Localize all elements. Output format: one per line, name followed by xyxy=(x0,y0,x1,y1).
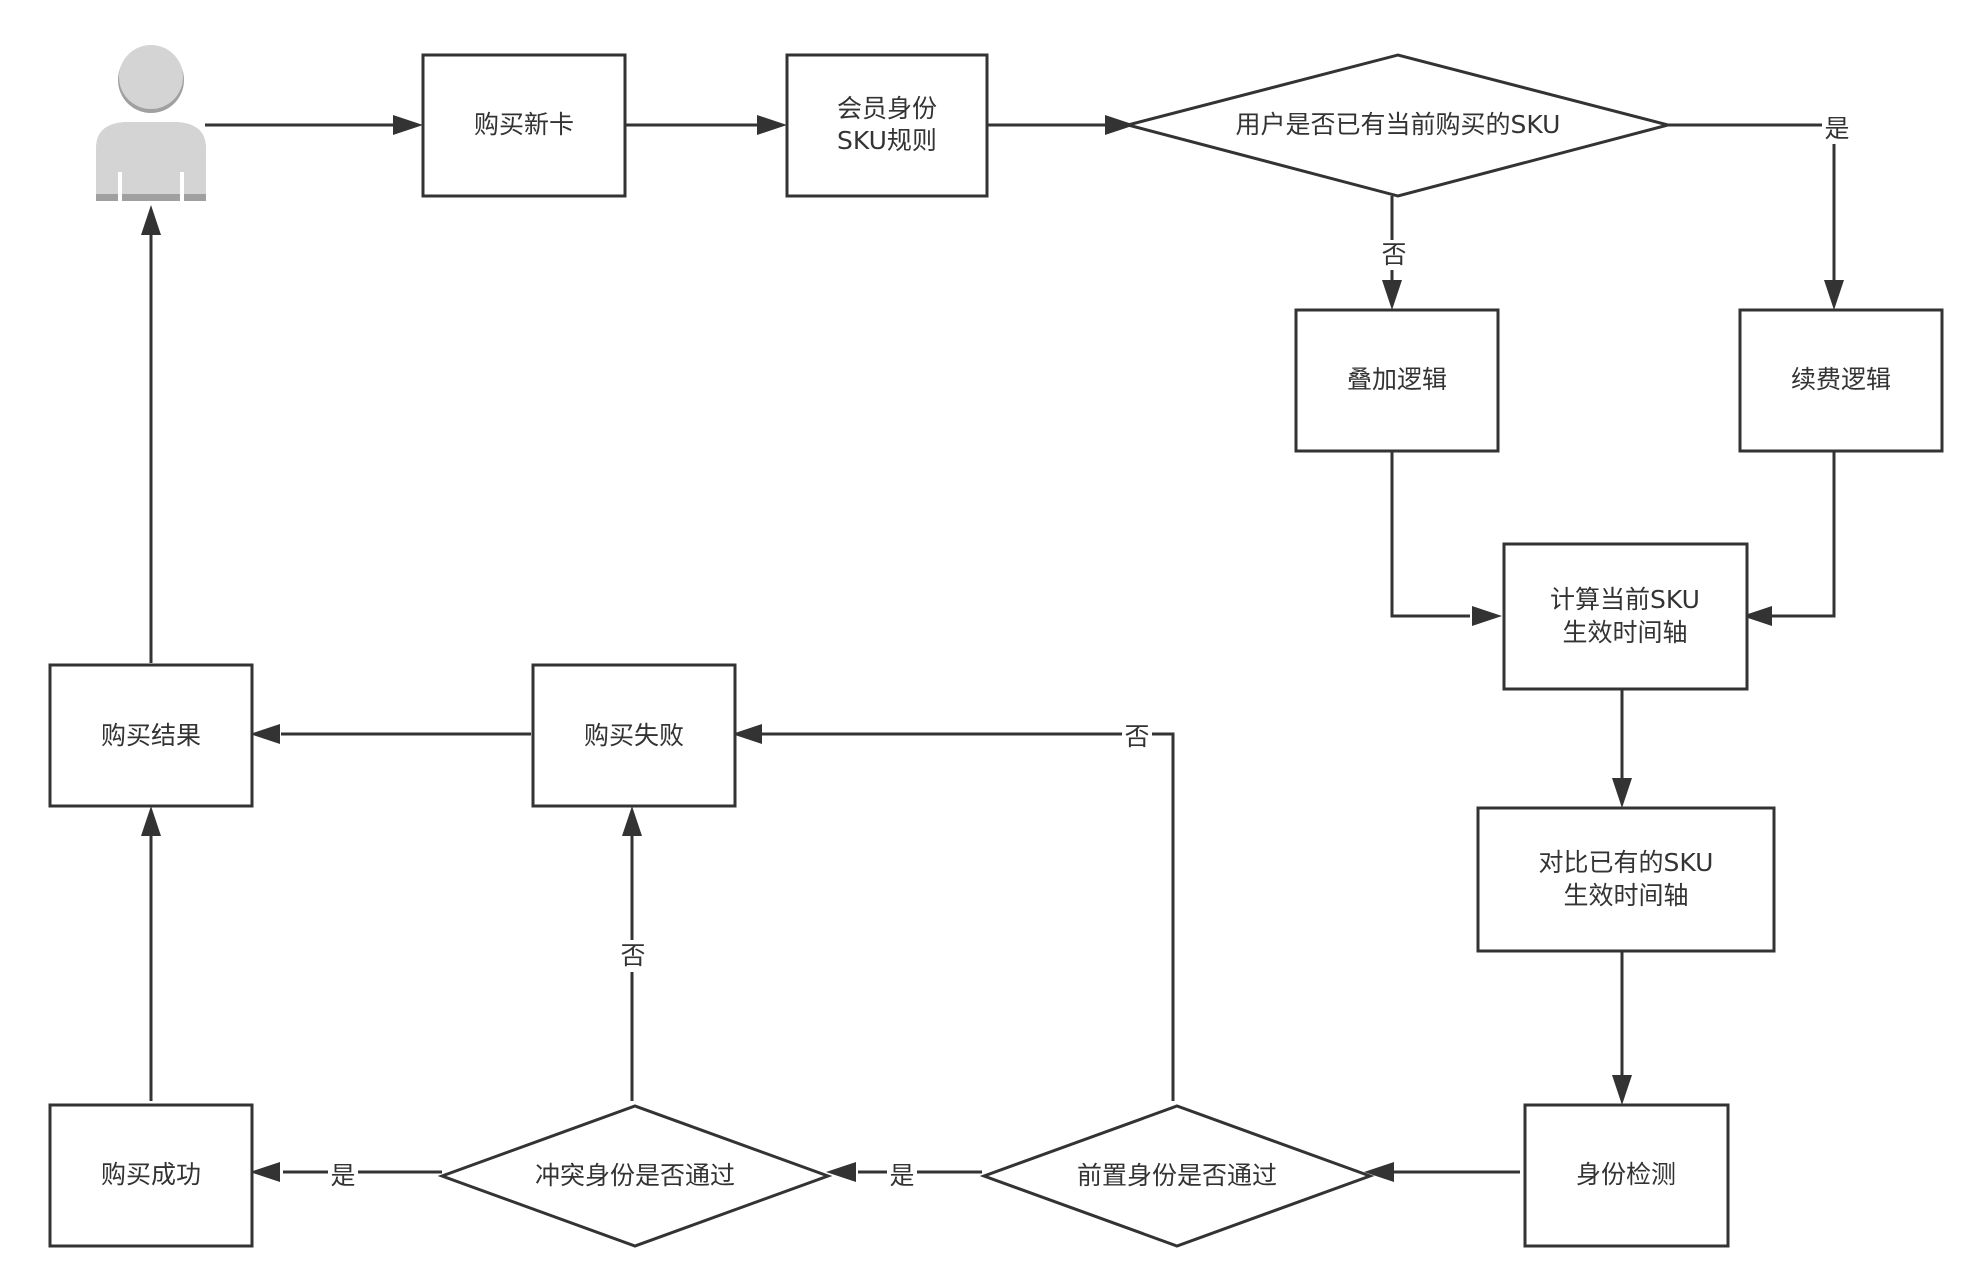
node-label-line2: 生效时间轴 xyxy=(1562,618,1687,647)
decision-pre-identity: 前置身份是否通过 xyxy=(979,1104,1375,1248)
edge-stack-to-calc xyxy=(1390,451,1470,618)
arrowhead xyxy=(1472,606,1502,626)
node-calc-timeline: 计算当前SKU 生效时间轴 xyxy=(1502,542,1749,691)
arrowhead xyxy=(393,115,423,135)
node-purchase-failed: 购买失败 xyxy=(531,663,737,808)
arrowhead xyxy=(1382,280,1402,310)
arrowheads xyxy=(141,115,1844,1182)
decision-conflict-identity: 冲突身份是否通过 xyxy=(437,1104,833,1248)
edge-label-yes-pre-conflict: 是 xyxy=(887,1160,917,1190)
svg-text:否: 否 xyxy=(620,941,645,970)
node-label-line2: 生效时间轴 xyxy=(1563,881,1688,910)
svg-text:是: 是 xyxy=(1824,114,1849,143)
edge-label-no-pre-failed: 否 xyxy=(1122,722,1152,752)
edge-labels: 是 否 否 否 是 是 xyxy=(328,114,1850,1190)
node-buy-new-card: 购买新卡 xyxy=(421,53,627,198)
arrowhead xyxy=(826,1162,856,1182)
node-member-sku-rules: 会员身份 SKU规则 xyxy=(785,53,989,198)
svg-text:是: 是 xyxy=(889,1161,914,1190)
arrowhead xyxy=(757,115,787,135)
arrowhead xyxy=(1364,1162,1394,1182)
node-label-line1: 会员身份 xyxy=(837,94,937,123)
node-label-line1: 对比已有的SKU xyxy=(1539,848,1714,877)
node-label: 购买失败 xyxy=(584,721,684,750)
decision-label: 用户是否已有当前购买的SKU xyxy=(1236,110,1561,139)
decision-label: 前置身份是否通过 xyxy=(1077,1161,1277,1190)
arrowhead xyxy=(1824,280,1844,310)
edge-label-no-conflict-failed: 否 xyxy=(619,940,647,972)
node-label: 购买结果 xyxy=(101,721,201,750)
svg-text:否: 否 xyxy=(1124,722,1149,751)
svg-text:否: 否 xyxy=(1381,240,1406,269)
edge-label-yes-renew: 是 xyxy=(1822,114,1850,144)
edge-renew-to-calc xyxy=(1772,451,1836,618)
node-label-line1: 计算当前SKU xyxy=(1550,585,1700,614)
arrowhead xyxy=(1742,606,1772,626)
arrowhead xyxy=(141,205,161,235)
edge-decision-yes-renew xyxy=(1660,123,1836,290)
node-stack-logic: 叠加逻辑 xyxy=(1294,308,1500,453)
arrowhead xyxy=(1105,115,1135,135)
node-label: 身份检测 xyxy=(1576,1160,1676,1189)
node-purchase-result: 购买结果 xyxy=(48,663,254,808)
node-label: 叠加逻辑 xyxy=(1347,365,1447,394)
svg-text:是: 是 xyxy=(330,1161,355,1190)
edge-label-no-stack: 否 xyxy=(1380,240,1407,270)
node-label: 续费逻辑 xyxy=(1791,365,1891,394)
arrowhead xyxy=(1612,778,1632,808)
edge-label-yes-conflict-success: 是 xyxy=(328,1160,358,1190)
node-purchase-success: 购买成功 xyxy=(48,1103,254,1248)
node-label: 购买成功 xyxy=(101,1160,201,1189)
node-label-line2: SKU规则 xyxy=(837,126,937,155)
edge-pre-no-failed xyxy=(756,732,1175,1101)
arrowhead xyxy=(622,806,642,836)
arrowhead xyxy=(250,724,280,744)
node-renew-logic: 续费逻辑 xyxy=(1738,308,1944,453)
node-identity-check: 身份检测 xyxy=(1523,1103,1730,1248)
node-label: 购买新卡 xyxy=(474,110,574,139)
arrowhead xyxy=(732,724,762,744)
arrowhead xyxy=(250,1162,280,1182)
user-icon xyxy=(96,45,206,201)
arrowhead xyxy=(141,806,161,836)
decision-label: 冲突身份是否通过 xyxy=(535,1161,735,1190)
node-compare-timeline: 对比已有的SKU 生效时间轴 xyxy=(1476,806,1776,953)
decision-has-sku: 用户是否已有当前购买的SKU xyxy=(1122,53,1674,198)
arrowhead xyxy=(1612,1075,1632,1105)
